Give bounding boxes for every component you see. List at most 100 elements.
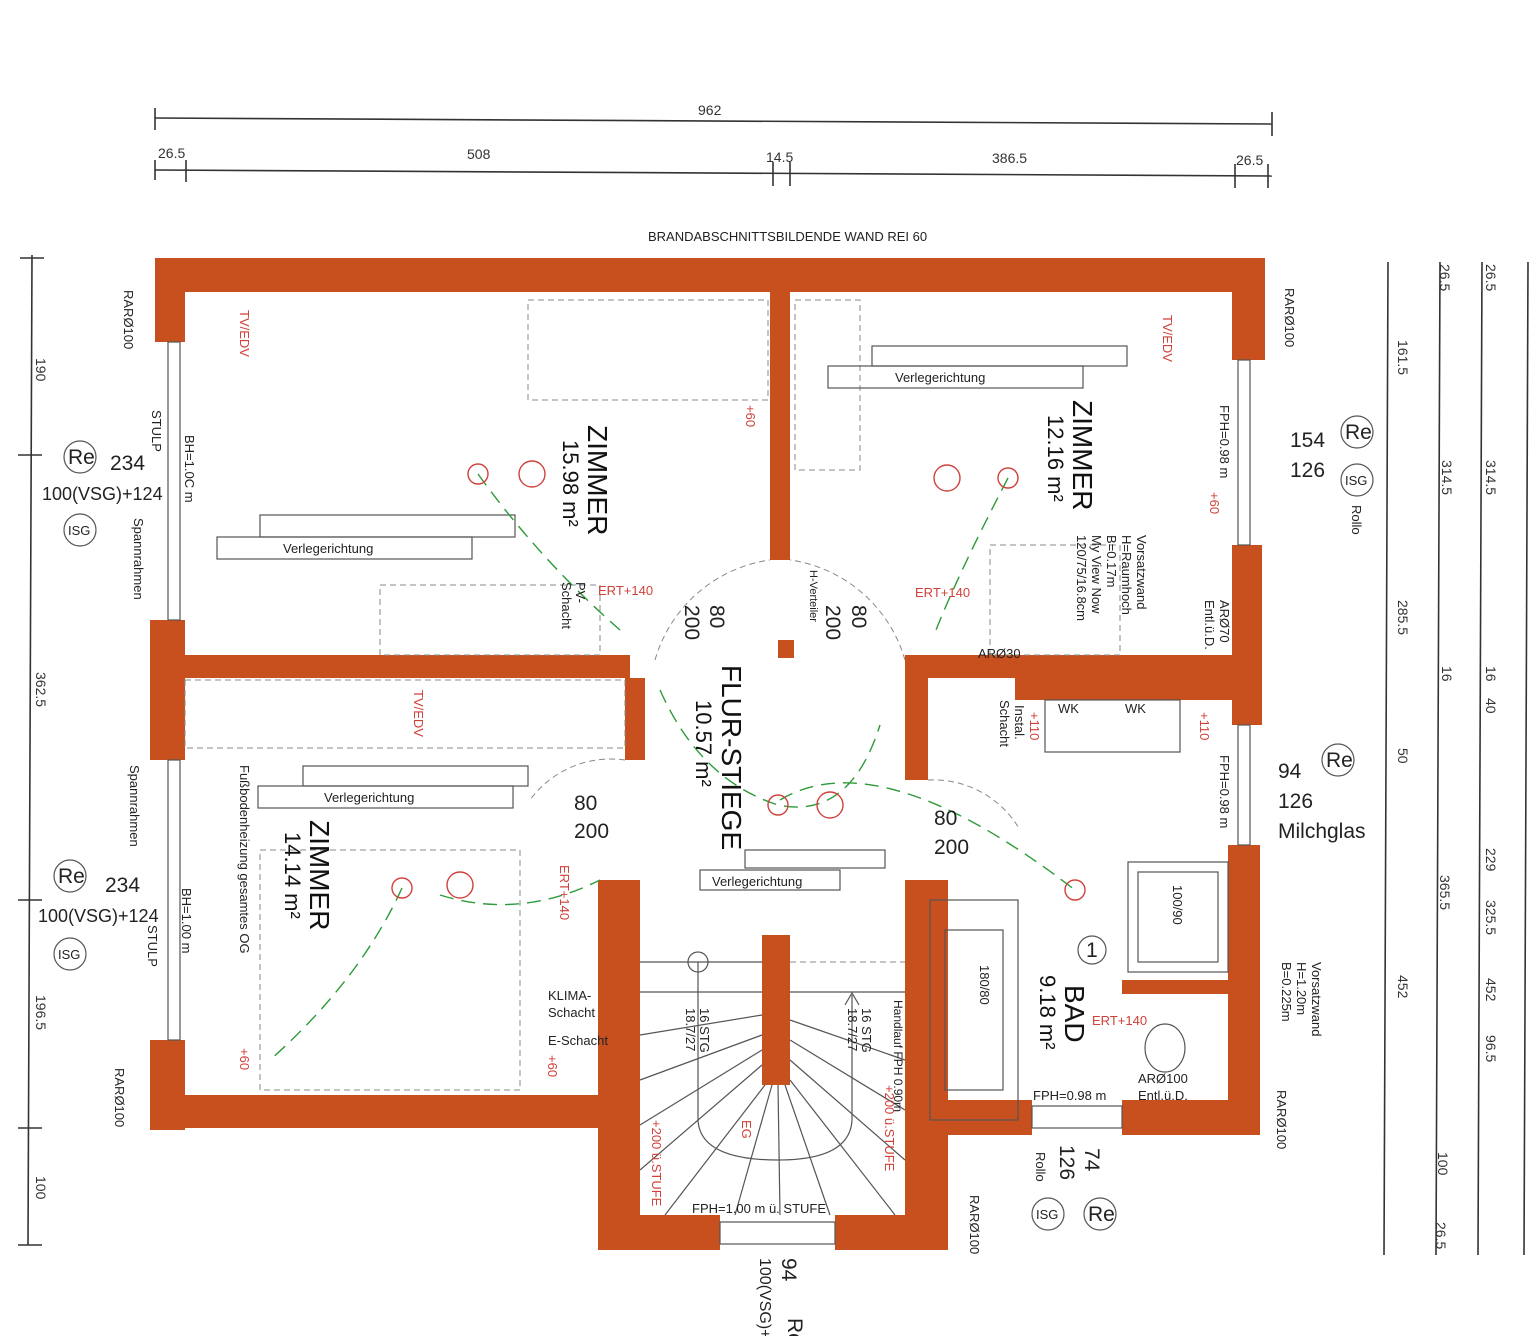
smoke-detector-icon bbox=[816, 791, 844, 819]
door-height: 200 bbox=[934, 836, 969, 859]
room-area: 12.16 m² bbox=[1043, 415, 1068, 502]
shaft-label: Schacht bbox=[559, 582, 574, 629]
rar-label: RARØ100 bbox=[121, 290, 136, 349]
wall-note: Vorsatzwand bbox=[1134, 535, 1149, 609]
wall-note: 120/75/16.8cm bbox=[1074, 535, 1089, 621]
floor-direction-label: Verlegerichtung bbox=[283, 541, 373, 556]
windows bbox=[167, 341, 1251, 1245]
ar-label: Entl.ü.D. bbox=[1138, 1088, 1188, 1103]
window-height: 126 bbox=[1055, 1145, 1078, 1180]
window-height: 126 bbox=[1278, 790, 1313, 813]
dim-right: 16 bbox=[1483, 666, 1499, 682]
dim-left: 196.5 bbox=[33, 995, 49, 1030]
stair-label: 16 STG bbox=[697, 1008, 712, 1053]
door-height: 200 bbox=[680, 605, 703, 640]
window-glass: ISG bbox=[68, 523, 90, 538]
tv-edv-label: TV/EDV bbox=[411, 690, 426, 737]
room-name: ZIMMER bbox=[1067, 400, 1098, 510]
marker-circle bbox=[1077, 935, 1107, 965]
walls bbox=[150, 258, 1265, 1250]
dim-seg: 386.5 bbox=[992, 150, 1027, 166]
room-name: BAD bbox=[1059, 985, 1090, 1043]
dim-right: 285.5 bbox=[1395, 600, 1411, 635]
door-labels: 80 200 80 200 80 200 80 200 bbox=[529, 559, 1021, 859]
rar-label: RARØ100 bbox=[967, 1195, 982, 1254]
stair-label: 16 STG bbox=[859, 1008, 874, 1053]
staircase bbox=[639, 951, 906, 1216]
smoke-detector-icon bbox=[933, 464, 961, 492]
frame-label: Spannrahmen bbox=[131, 518, 146, 600]
fph-label: FPH=0.98 m bbox=[1217, 755, 1232, 828]
window-glass: ISG bbox=[1345, 473, 1367, 488]
dim-seg: 14.5 bbox=[766, 149, 793, 165]
window-code: Re bbox=[1345, 421, 1372, 444]
ceiling-light-icon bbox=[997, 467, 1019, 489]
socket-height-label: +60 bbox=[545, 1055, 560, 1077]
ceiling-light-icon bbox=[391, 877, 413, 899]
floor-direction-label: Verlegerichtung bbox=[712, 874, 802, 889]
shaft-label: E-Schacht bbox=[548, 1033, 608, 1048]
dim-right: 100 bbox=[1435, 1152, 1451, 1176]
marker-number: 1 bbox=[1086, 939, 1098, 962]
wall-note: My View Now bbox=[1089, 535, 1104, 614]
furniture bbox=[184, 299, 1229, 1121]
window-code: Re bbox=[68, 446, 95, 469]
window-code: Re bbox=[1326, 749, 1353, 772]
socket-height-label: +60 bbox=[1207, 492, 1222, 514]
handrail-label: Handlauf FPH 0.90m bbox=[891, 1000, 905, 1112]
window-width: 94 bbox=[777, 1258, 800, 1282]
dim-left: 100 bbox=[33, 1176, 49, 1200]
window-code: Re bbox=[783, 1318, 806, 1336]
stulp-label: STULP bbox=[145, 925, 160, 967]
frame-label: Spannrahmen bbox=[127, 765, 142, 847]
dim-right: 314.5 bbox=[1439, 460, 1455, 495]
wall-note: H=1.20m bbox=[1294, 962, 1309, 1015]
ert-label: ERT+140 bbox=[1092, 1013, 1147, 1028]
rar-label: RARØ100 bbox=[1274, 1090, 1289, 1149]
socket-height-label: +60 bbox=[237, 1048, 252, 1070]
dim-right: 26.5 bbox=[1483, 264, 1499, 291]
dim-right: 16 bbox=[1439, 666, 1455, 682]
step-height-label: +200 ü.STUFE bbox=[882, 1085, 897, 1172]
window-width: 234 bbox=[105, 874, 140, 897]
window-glass: ISG bbox=[1036, 1207, 1058, 1222]
room-name: FLUR-STIEGE bbox=[716, 665, 747, 850]
shaft-label: Schacht bbox=[548, 1005, 595, 1020]
room-area: 9.18 m² bbox=[1035, 975, 1060, 1050]
door-width: 80 bbox=[934, 807, 957, 830]
step-height-label: +200 ü.STUFE bbox=[649, 1120, 664, 1207]
ar-label: Entl.ü.D. bbox=[1202, 600, 1217, 650]
rar-label: RARØ100 bbox=[112, 1068, 127, 1127]
towel-radiator-label: WK bbox=[1125, 701, 1146, 716]
dim-right: 161.5 bbox=[1395, 340, 1411, 375]
dim-seg: 26.5 bbox=[1236, 152, 1263, 168]
shaft-label: Schacht bbox=[997, 700, 1012, 747]
sill-height-label: BH=1.00 m bbox=[179, 888, 194, 953]
stair-label: 18.7/27 bbox=[845, 1008, 860, 1051]
floor-direction-label: Verlegerichtung bbox=[895, 370, 985, 385]
window-width: 154 bbox=[1290, 429, 1325, 452]
door-width: 80 bbox=[847, 605, 870, 628]
dim-left: 362.5 bbox=[33, 672, 49, 707]
socket-height-label: +60 bbox=[743, 405, 758, 427]
sill-height-label: BH=1.0C m bbox=[182, 435, 197, 503]
shower-size: 100/90 bbox=[1170, 885, 1185, 925]
fph-label: FPH=1.00 m ü. STUFE bbox=[692, 1201, 826, 1216]
eg-label: EG bbox=[739, 1120, 754, 1139]
ert-label: ERT+140 bbox=[557, 865, 572, 920]
dim-right: 365.5 bbox=[1437, 875, 1453, 910]
left-dimension-chain: 190 362.5 196.5 100 bbox=[18, 254, 49, 1246]
window-height: 126 bbox=[1290, 459, 1325, 482]
window-width: 234 bbox=[110, 452, 145, 475]
ert-label: ERT+140 bbox=[598, 583, 653, 598]
stulp-label: STULP bbox=[149, 410, 164, 452]
room-name: ZIMMER bbox=[304, 820, 335, 930]
window-labels: Re 234 100(VSG)+124 ISG Re 234 100(VSG)+… bbox=[38, 415, 1374, 1336]
window-code: Re bbox=[1088, 1203, 1115, 1226]
right-dimension-chains: 161.5 285.5 50 452 26.5 314.5 16 365.5 1… bbox=[1383, 261, 1529, 1256]
ar-label: ARØ30 bbox=[978, 646, 1021, 661]
window-code: Re bbox=[58, 865, 85, 888]
door-height: 200 bbox=[821, 605, 844, 640]
dim-right: 50 bbox=[1395, 748, 1411, 764]
